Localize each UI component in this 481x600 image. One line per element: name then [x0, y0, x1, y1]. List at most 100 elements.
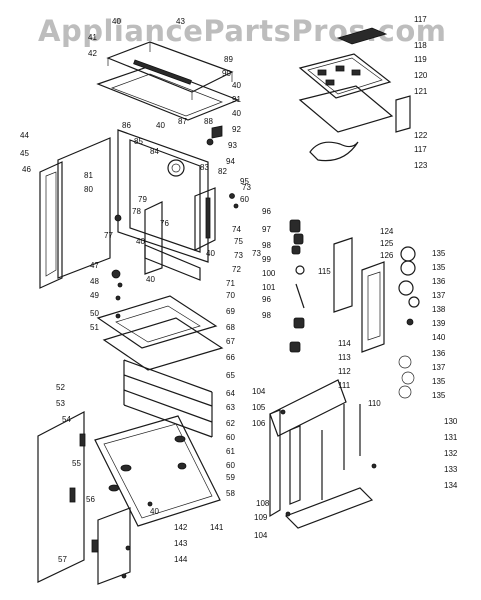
part-callout: 73: [234, 251, 243, 260]
part-callout: 68: [226, 323, 235, 332]
part-callout: 136: [432, 349, 446, 358]
part-callout: 123: [414, 161, 428, 170]
part-callout: 67: [226, 337, 235, 346]
part-callout: 130: [444, 417, 458, 426]
part-callout: 58: [226, 489, 235, 498]
part-callout: 40: [150, 507, 159, 516]
part-callout: 85: [134, 137, 143, 146]
part-callout: 73: [252, 249, 261, 258]
part-callout: 96: [262, 295, 271, 304]
part-callout: 70: [226, 291, 235, 300]
oven-liner-panels: [96, 295, 224, 438]
part-callout: 104: [252, 387, 266, 396]
control-panel-assembly: [298, 27, 411, 162]
part-callout: 121: [414, 87, 428, 96]
oven-cabinet-frame: [39, 125, 239, 319]
part-callout: 40: [232, 81, 241, 90]
part-callout: 109: [254, 513, 268, 522]
part-callout: 138: [432, 305, 446, 314]
part-callout: 144: [174, 555, 188, 564]
part-callout: 40: [136, 237, 145, 246]
part-callout: 97: [262, 225, 271, 234]
part-callout: 124: [380, 227, 394, 236]
part-callout: 100: [262, 269, 276, 278]
part-callout: 43: [176, 17, 185, 26]
part-callout: 40: [112, 17, 121, 26]
part-callout: 48: [90, 277, 99, 286]
part-callout: 122: [414, 131, 428, 140]
part-callout: 64: [226, 389, 235, 398]
part-callout: 136: [432, 277, 446, 286]
part-callout: 65: [226, 371, 235, 380]
part-callout: 125: [380, 239, 394, 248]
part-callout: 117: [414, 15, 427, 24]
part-callout: 41: [88, 33, 97, 42]
part-callout: 92: [232, 125, 241, 134]
part-callout: 60: [226, 433, 235, 442]
part-callout: 40: [232, 109, 241, 118]
part-callout: 60: [226, 461, 235, 470]
part-callout: 140: [432, 333, 446, 342]
part-callout: 75: [234, 237, 243, 246]
part-callout: 61: [226, 447, 235, 456]
part-callout: 76: [160, 219, 169, 228]
part-callout: 135: [432, 263, 446, 272]
part-callout: 143: [174, 539, 188, 548]
part-callout: 44: [20, 131, 29, 140]
part-callout: 47: [90, 261, 99, 270]
part-callout: 133: [444, 465, 458, 474]
part-callout: 77: [104, 231, 113, 240]
part-callout: 115: [318, 267, 331, 276]
part-callout: 98: [262, 241, 271, 250]
part-callout: 82: [218, 167, 227, 176]
part-callout: 79: [138, 195, 147, 204]
part-callout: 78: [132, 207, 141, 216]
part-callout: 101: [262, 283, 276, 292]
part-callout: 56: [86, 495, 95, 504]
part-callout: 83: [200, 163, 209, 172]
part-callout: 81: [84, 171, 93, 180]
part-callout: 86: [122, 121, 131, 130]
part-callout: 119: [414, 55, 427, 64]
part-callout: 105: [252, 403, 266, 412]
part-callout: 96: [262, 207, 271, 216]
part-callout: 90: [222, 69, 231, 78]
part-callout: 108: [256, 499, 270, 508]
part-callout: 134: [444, 481, 458, 490]
part-callout: 89: [224, 55, 233, 64]
part-callout: 98: [262, 311, 271, 320]
part-callout: 137: [432, 363, 446, 372]
part-callout: 80: [84, 185, 93, 194]
part-callout: 110: [368, 399, 381, 408]
part-callout: 94: [226, 157, 235, 166]
switches-and-knobs: [289, 219, 420, 399]
part-callout: 50: [90, 309, 99, 318]
part-callout: 137: [432, 291, 446, 300]
part-callout: 66: [226, 353, 235, 362]
part-callout: 54: [62, 415, 71, 424]
part-callout: 111: [338, 381, 351, 390]
part-callout: 40: [206, 249, 215, 258]
part-callout: 57: [58, 555, 67, 564]
part-callout: 55: [72, 459, 81, 468]
part-callout: 62: [226, 419, 235, 428]
part-callout: 87: [178, 117, 187, 126]
part-callout: 63: [226, 403, 235, 412]
part-callout: 69: [226, 307, 235, 316]
part-callout: 95: [240, 177, 249, 186]
part-callout: 42: [88, 49, 97, 58]
part-callout: 88: [204, 117, 213, 126]
part-callout: 45: [20, 149, 29, 158]
part-callout: 52: [56, 383, 65, 392]
part-callout: 59: [226, 473, 235, 482]
cooktop-assembly: [96, 41, 240, 121]
part-callout: 73: [242, 183, 251, 192]
part-callout: 112: [338, 367, 351, 376]
door-and-drawer: [37, 411, 221, 585]
part-callout: 113: [338, 353, 351, 362]
part-callout: 135: [432, 391, 446, 400]
part-callout: 46: [22, 165, 31, 174]
part-callout: 72: [232, 265, 241, 274]
part-callout: 84: [150, 147, 159, 156]
